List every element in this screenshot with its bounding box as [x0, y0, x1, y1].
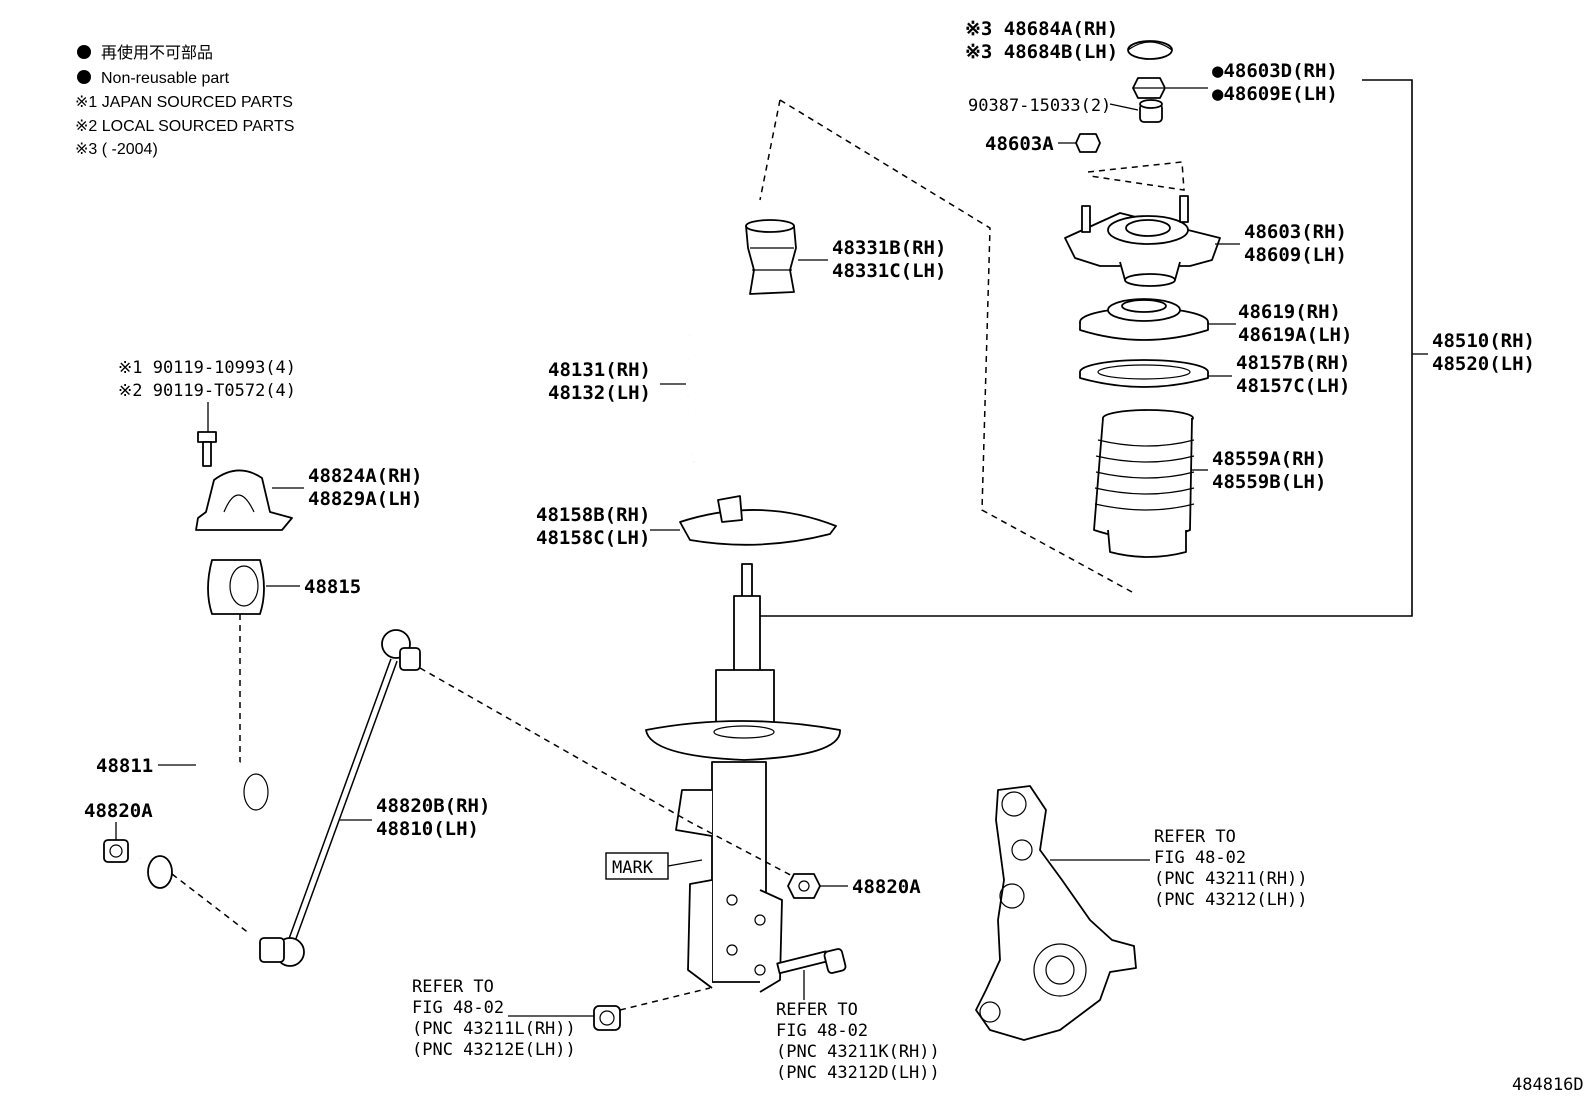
label-bumper-lh: 48331C(LH) [832, 260, 946, 282]
label-bolt-1: ※1 90119-10993(4) [118, 358, 296, 378]
label-seat-lh: 48619A(LH) [1238, 324, 1352, 346]
label-lower-ins-lh: 48158C(LH) [536, 527, 650, 549]
label-lower-ins-rh: 48158B(RH) [536, 504, 650, 526]
label-nut-48820a-right: 48820A [852, 876, 921, 898]
label-knuckle-ref-3: (PNC 43211(RH)) [1154, 869, 1308, 889]
label-bracket-lh: 48829A(LH) [308, 488, 422, 510]
steering-knuckle [975, 785, 1137, 1041]
dust-cap [1127, 40, 1173, 60]
legend-line-3: ※1 JAPAN SOURCED PARTS [75, 94, 293, 111]
label-nut-rh: ●48603D(RH) [1212, 60, 1338, 82]
label-stabilizer: 48811 [96, 755, 153, 777]
label-bushing-small: 90387-15033(2) [968, 96, 1111, 116]
label-insulator-rh: 48157B(RH) [1236, 352, 1350, 374]
label-boot-lh: 48559B(LH) [1212, 471, 1326, 493]
filled-circle-icon [77, 70, 91, 84]
label-support-rh: 48603(RH) [1244, 221, 1347, 243]
label-cap-lh: ※3 48684B(LH) [965, 41, 1118, 63]
upper-insulator [1079, 359, 1209, 388]
nut-48820a-left [103, 839, 129, 863]
dust-boot [1093, 409, 1195, 558]
filled-circle-icon [77, 45, 91, 59]
label-nut-ref-1: REFER TO [412, 977, 494, 997]
lower-insulator [679, 495, 837, 546]
upper-nut [1132, 77, 1166, 99]
knuckle-nut [593, 1005, 621, 1031]
stabilizer-bracket [195, 469, 293, 531]
label-bolt-ref-2: FIG 48-02 [776, 1021, 868, 1041]
label-assy-lh: 48520(LH) [1432, 353, 1535, 375]
label-mark: MARK [612, 858, 654, 878]
label-nut-ref-4: (PNC 43212E(LH)) [412, 1040, 576, 1060]
strut-absorber [645, 563, 841, 993]
knuckle-bolt [776, 948, 847, 975]
legend-line-5: ※3 ( -2004) [75, 141, 158, 158]
label-bumper-rh: 48331B(RH) [832, 237, 946, 259]
label-boot-rh: 48559A(RH) [1212, 448, 1326, 470]
figure-id: 484816D [1512, 1075, 1584, 1095]
stabilizer-link [259, 629, 421, 967]
label-spring-lh: 48132(LH) [548, 382, 651, 404]
nut-48603a [1075, 133, 1101, 153]
legend-line-2: Non-reusable part [101, 70, 230, 87]
bump-stop [745, 219, 797, 295]
strut-mount [1064, 195, 1221, 287]
label-nut-lh: ●48609E(LH) [1212, 83, 1338, 105]
label-knuckle-ref-4: (PNC 43212(LH)) [1154, 890, 1308, 910]
stabilizer-bolt [197, 431, 217, 467]
label-bolt-ref-1: REFER TO [776, 1000, 858, 1020]
label-nut-ref-3: (PNC 43211L(RH)) [412, 1019, 576, 1039]
small-bushing [1139, 99, 1163, 123]
label-assy-rh: 48510(RH) [1432, 330, 1535, 352]
label-nut-ref-2: FIG 48-02 [412, 998, 504, 1018]
label-nut-48820a-left: 48820A [84, 800, 153, 822]
label-insulator-lh: 48157C(LH) [1236, 375, 1350, 397]
label-bolt-ref-3: (PNC 43211K(RH)) [776, 1042, 940, 1062]
spring-seat [1079, 298, 1209, 341]
label-link-rh: 48820B(RH) [376, 795, 490, 817]
label-knuckle-ref-1: REFER TO [1154, 827, 1236, 847]
stabilizer-bar [101, 678, 305, 897]
legend-line-1: 再使用不可部品 [101, 44, 213, 62]
label-bolt-2: ※2 90119-T0572(4) [118, 381, 296, 401]
nut-48820a-right [787, 873, 821, 899]
label-spring-rh: 48131(RH) [548, 359, 651, 381]
legend: 再使用不可部品 Non-reusable part ※1 JAPAN SOURC… [75, 44, 294, 158]
coil-spring [683, 314, 856, 480]
label-cap-rh: ※3 48684A(RH) [965, 18, 1118, 40]
label-bush-48815: 48815 [304, 576, 361, 598]
label-nut-48603a: 48603A [985, 133, 1054, 155]
label-link-lh: 48810(LH) [376, 818, 479, 840]
label-seat-rh: 48619(RH) [1238, 301, 1341, 323]
stabilizer-bushing [207, 559, 265, 615]
label-bracket-rh: 48824A(RH) [308, 465, 422, 487]
legend-line-4: ※2 LOCAL SOURCED PARTS [75, 118, 294, 135]
label-support-lh: 48609(LH) [1244, 244, 1347, 266]
label-knuckle-ref-2: FIG 48-02 [1154, 848, 1246, 868]
label-bolt-ref-4: (PNC 43212D(LH)) [776, 1063, 940, 1083]
